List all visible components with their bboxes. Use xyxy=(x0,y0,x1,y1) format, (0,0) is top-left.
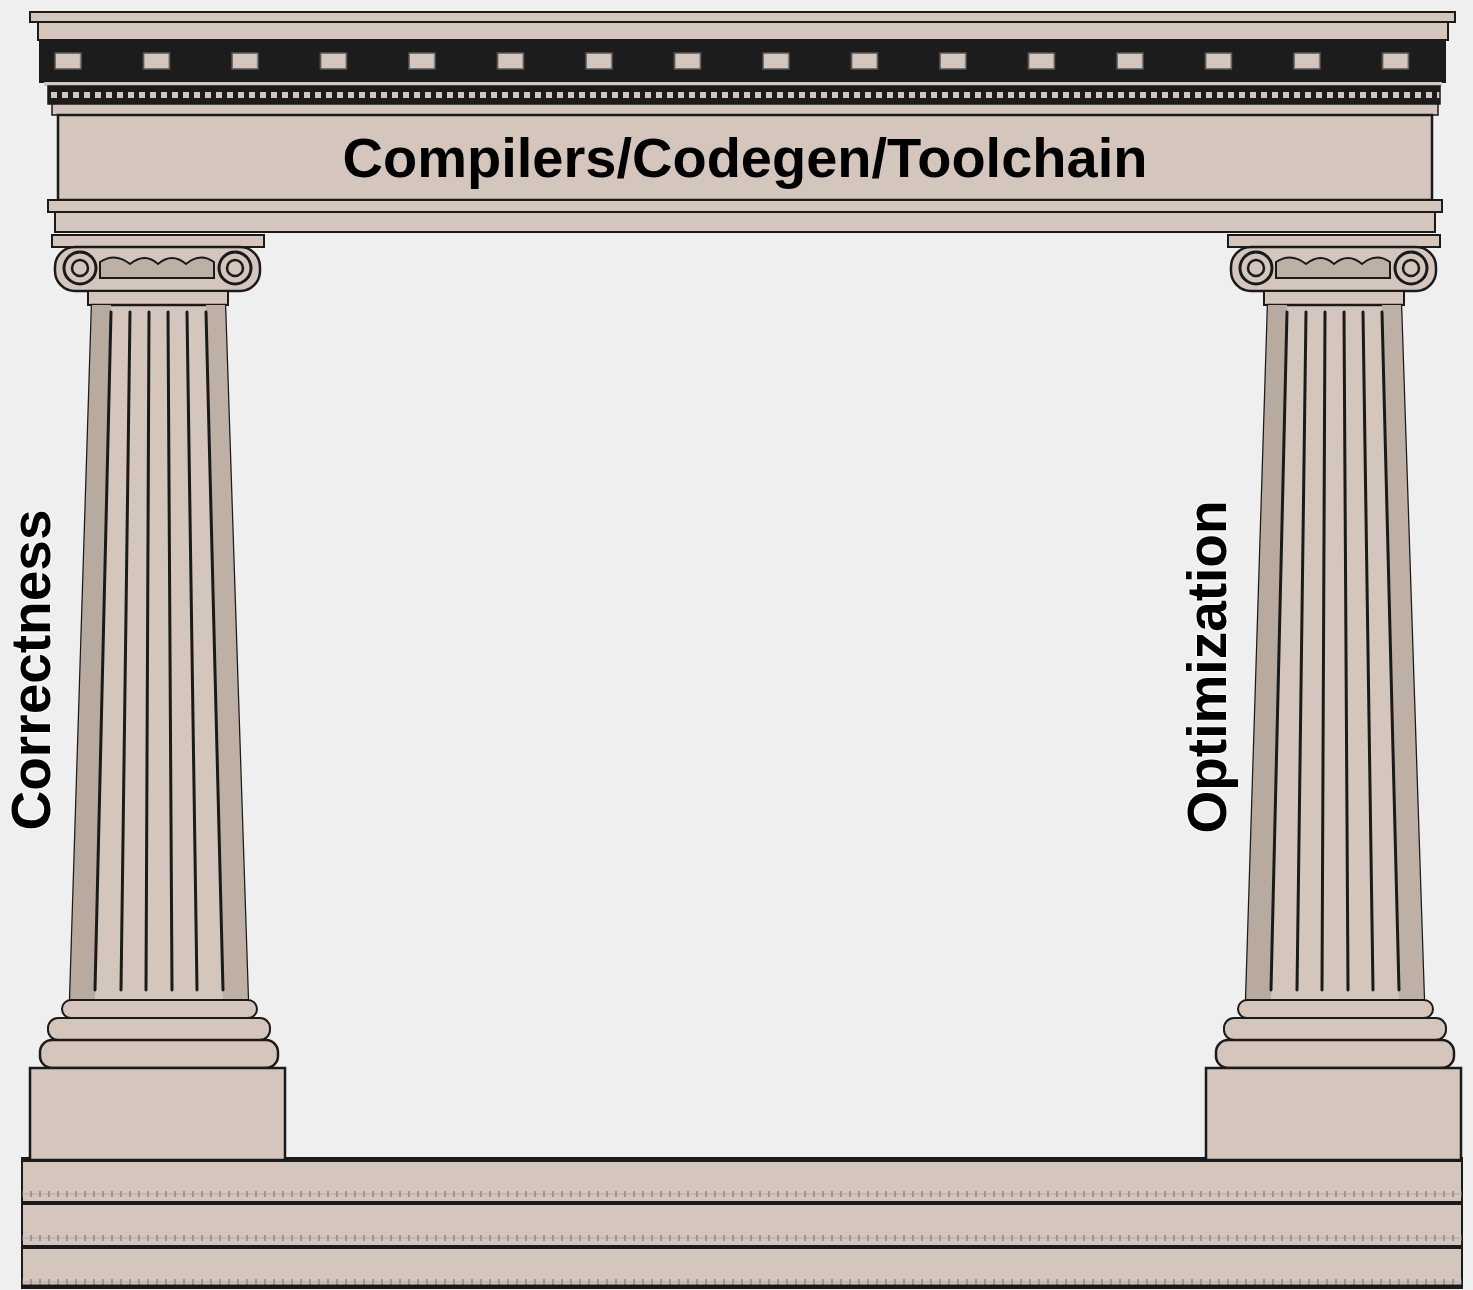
architrave-molding xyxy=(48,200,1442,212)
left-column xyxy=(30,235,285,1160)
entablature xyxy=(30,12,1455,232)
architrave-band xyxy=(55,212,1435,232)
molding-band xyxy=(52,104,1438,115)
right-column xyxy=(1206,235,1461,1160)
column-node: Optimization xyxy=(1170,235,1460,1160)
stylobate xyxy=(22,1158,1462,1288)
step-edge xyxy=(22,1285,1462,1288)
step-block xyxy=(22,1158,1462,1288)
frieze-band xyxy=(58,115,1432,200)
column-label: Optimization xyxy=(1177,500,1238,833)
column-node: Correctness xyxy=(0,235,290,1160)
frieze-label-band: Compilers/Codegen/Toolchain xyxy=(58,115,1432,200)
step-edge xyxy=(22,1201,1462,1205)
column-label: Correctness xyxy=(1,510,62,831)
cornice-band xyxy=(38,22,1448,40)
dentil-band xyxy=(40,40,1445,82)
step-edge xyxy=(22,1245,1462,1249)
cornice-cap xyxy=(30,12,1455,22)
bead-band xyxy=(48,86,1440,104)
step-texture xyxy=(22,1162,1462,1288)
band-title: Compilers/Codegen/Toolchain xyxy=(343,127,1148,189)
